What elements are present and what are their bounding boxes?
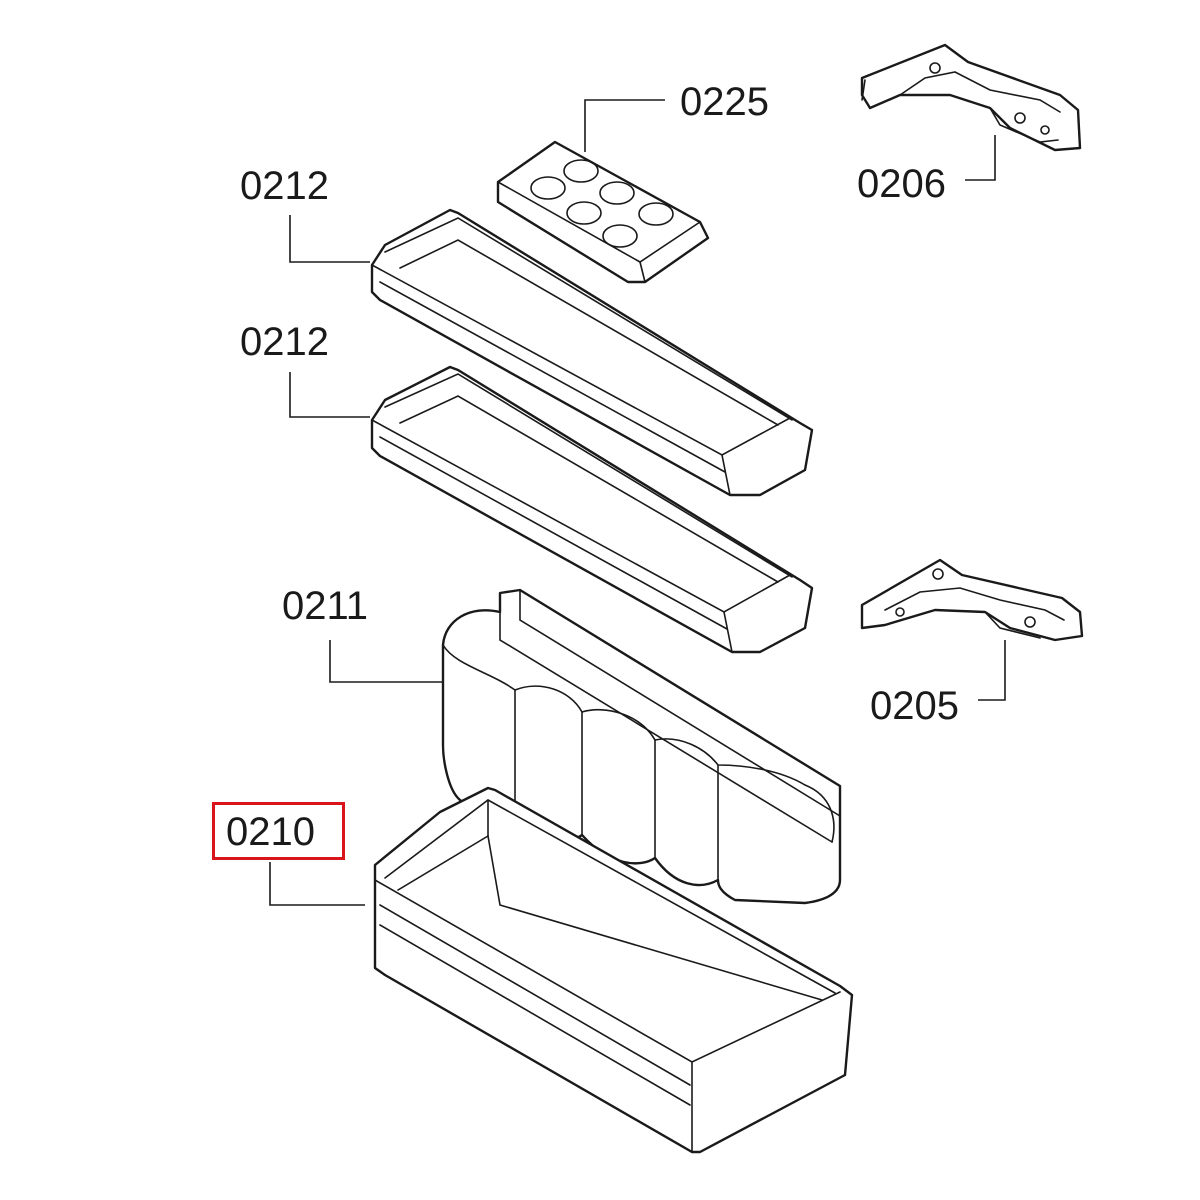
leader-0211 <box>329 640 443 683</box>
leader-0212-top <box>289 215 370 263</box>
leader-0212-mid <box>289 372 370 418</box>
label-0210[interactable]: 0210 <box>226 810 315 854</box>
label-0212-mid[interactable]: 0212 <box>240 320 329 364</box>
highlight-box-0210 <box>212 802 345 860</box>
label-0205[interactable]: 0205 <box>870 684 959 728</box>
leader-0225 <box>584 99 665 152</box>
door-shelf-0212-mid[interactable] <box>370 365 814 654</box>
door-shelf-0212-top[interactable] <box>370 208 814 497</box>
egg-tray-0225[interactable] <box>496 140 710 284</box>
hinge-0206[interactable] <box>860 43 1082 152</box>
label-0212-top[interactable]: 0212 <box>240 164 329 208</box>
leader-0205 <box>978 640 1006 701</box>
label-0225[interactable]: 0225 <box>680 80 769 124</box>
label-0211[interactable]: 0211 <box>282 584 369 628</box>
leader-0210 <box>269 862 365 906</box>
hinge-0205[interactable] <box>860 558 1084 642</box>
label-0206[interactable]: 0206 <box>857 162 946 206</box>
door-bin-0210[interactable] <box>373 786 854 1154</box>
leader-0206 <box>965 135 996 181</box>
